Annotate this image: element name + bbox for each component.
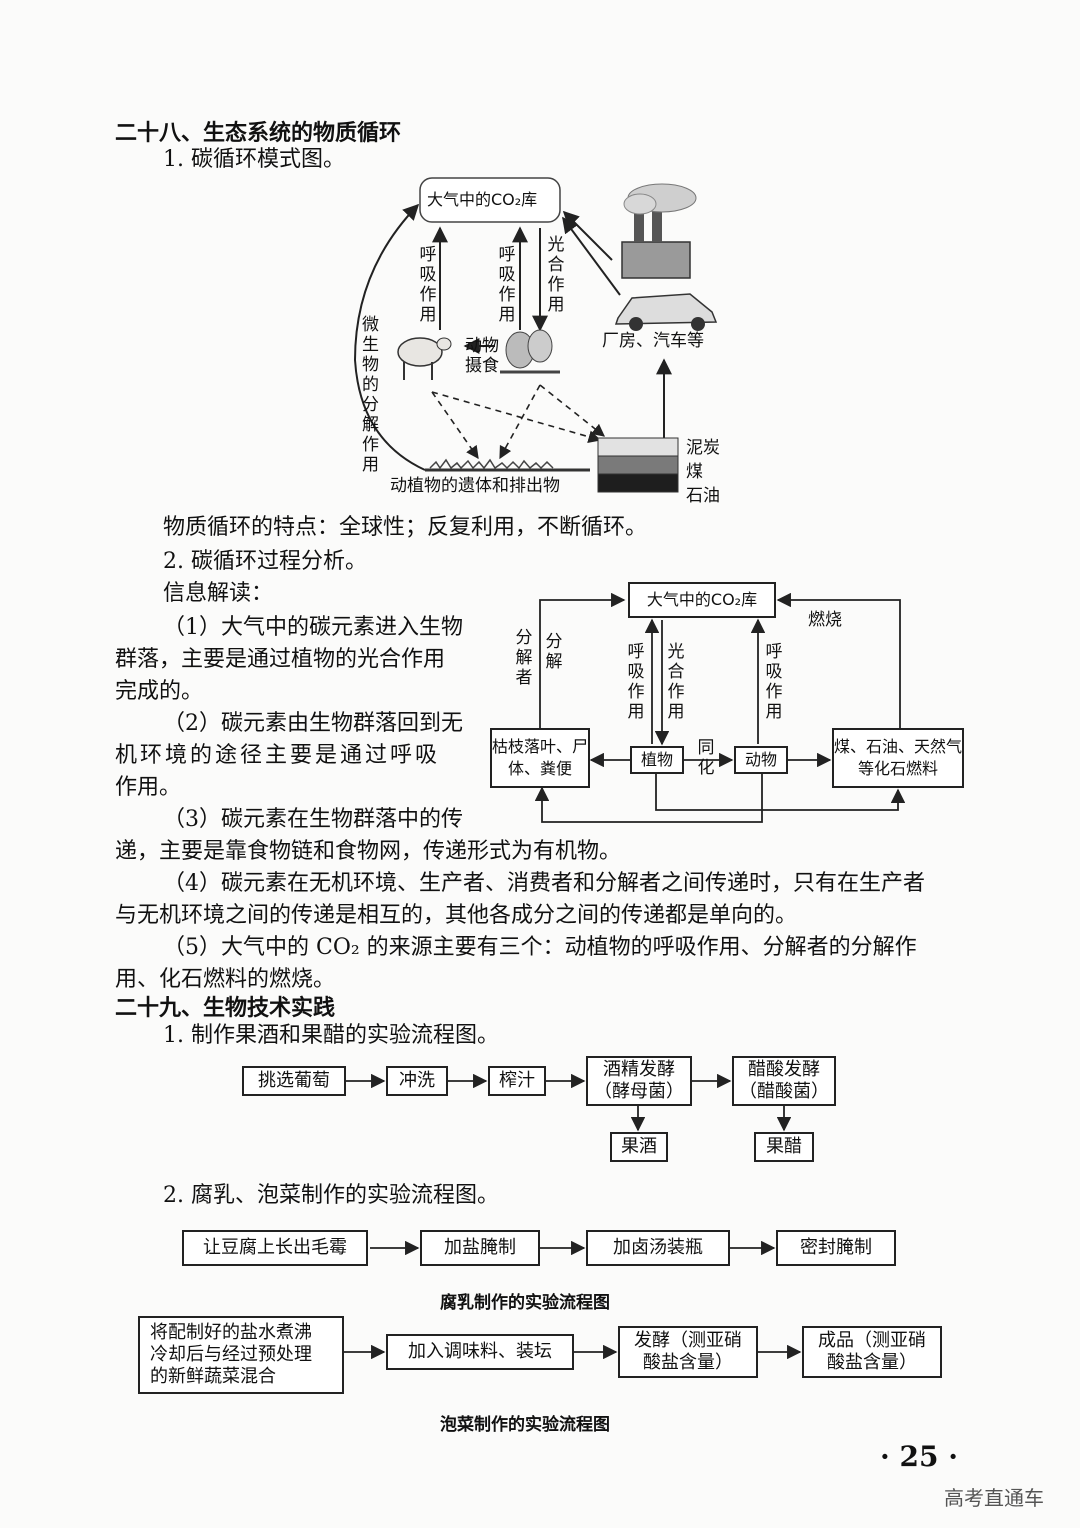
flow1-alcohol-fermentation: 酒精发酵 （酵母菌） [586, 1056, 692, 1106]
diagram1-fuel-peat: 泥炭 [686, 438, 720, 458]
flow1-step2-label: 冲洗 [399, 1070, 435, 1091]
diagram2-animal-label: 动物 [744, 750, 777, 769]
diagram2-assimilation-label: 同化 [697, 738, 715, 778]
diagram2-photosynthesis-label: 光合作用 [667, 642, 685, 722]
flow1-step4-line1: 酒精发酵 [603, 1059, 675, 1080]
diagram2-burn-label: 燃烧 [808, 610, 842, 630]
diagram2-animal-box: 动物 [734, 746, 788, 774]
flow3-step2-label: 加入调味料、装坛 [408, 1341, 552, 1362]
flow2-caption: 腐乳制作的实验流程图 [440, 1293, 610, 1313]
flow1-step1-label: 挑选葡萄 [258, 1070, 330, 1091]
flow1-select-grapes: 挑选葡萄 [242, 1066, 346, 1096]
subheading-carbon-process: 2. 碳循环过程分析。 [163, 549, 367, 574]
diagram2-litter-box: 枯枝落叶、尸体、粪便 [490, 728, 590, 788]
point-5-line-1: （5）大气中的 CO₂ 的来源主要有三个：动植物的呼吸作用、分解者的分解作 [163, 935, 917, 960]
page-number: · 25 · [880, 1440, 958, 1473]
flow1-wine-output: 果酒 [610, 1132, 668, 1162]
flow3-caption: 泡菜制作的实验流程图 [440, 1415, 610, 1435]
flow1-step4-line2: （酵母菌） [594, 1081, 684, 1102]
diagram2-fossil-box: 煤、石油、天然气等化石燃料 [832, 728, 964, 788]
info-title: 信息解读： [163, 581, 274, 606]
flow1-acetic-fermentation: 醋酸发酵 （醋酸菌） [732, 1056, 836, 1106]
section-heading-29: 二十九、生物技术实践 [115, 996, 336, 1021]
flow2-mold-growth: 让豆腐上长出毛霉 [182, 1230, 368, 1266]
flow3-fermentation: 发酵（测亚硝 酸盐含量） [618, 1326, 758, 1378]
flow2-step4-label: 密封腌制 [800, 1237, 872, 1258]
flow1-step3-label: 榨汁 [499, 1070, 535, 1091]
flow1-vinegar-output: 果醋 [754, 1132, 814, 1162]
point-3-line-1: （3）碳元素在生物群落中的传 [163, 807, 463, 832]
watermark-text: 高考直通车 [944, 1486, 1044, 1510]
diagram1-micro-decomposition-label: 微生物的分解作用 [362, 315, 447, 475]
flow1-step5-line1: 醋酸发酵 [748, 1059, 820, 1080]
flow3-step1-line2: 冷却后与经过预处理 [150, 1344, 312, 1365]
flow2-salting: 加盐腌制 [420, 1230, 540, 1266]
point-2-line-1: （2）碳元素由生物群落回到无 [163, 711, 463, 736]
flow1-out1-label: 果酒 [621, 1136, 657, 1157]
diagram1-factory-label: 厂房、汽车等 [602, 331, 704, 351]
diagram1-atmosphere-label: 大气中的CO₂库 [427, 190, 538, 209]
micro-label-part: 微生物的分解作用 [362, 315, 379, 475]
point-1-line-3: 完成的。 [115, 679, 204, 704]
point-2-line-3: 作用。 [115, 775, 182, 800]
point-2-line-2: 机环境的途径主要是通过呼吸 [115, 743, 441, 768]
flow1-out2-label: 果醋 [766, 1136, 802, 1157]
diagram1-respiration-label-2: 呼吸作用 [498, 245, 516, 325]
flow2-step3-label: 加卤汤装瓶 [613, 1237, 703, 1258]
diagram1-photosynthesis-label: 光合作用 [547, 235, 565, 315]
flow1-juice: 榨汁 [488, 1066, 546, 1096]
point-4-line-2: 与无机环境之间的传递是相互的，其他各成分之间的传递都是单向的。 [115, 903, 798, 928]
diagram1-remains-label: 动植物的遗体和排出物 [390, 476, 560, 496]
diagram2-fossil-label: 煤、石油、天然气等化石燃料 [834, 737, 963, 778]
diagram2-plant-box: 植物 [630, 746, 684, 774]
diagram2-plant-label: 植物 [640, 750, 673, 769]
point-5-line-2: 用、化石燃料的燃烧。 [115, 967, 336, 992]
flow1-rinse: 冲洗 [386, 1066, 448, 1096]
diagram1-animal-eat-label: 动物摄食 [465, 336, 499, 376]
diagram2-atmosphere-box: 大气中的CO₂库 [628, 582, 776, 618]
flow2-sealed-pickling: 密封腌制 [776, 1230, 896, 1266]
diagram2-decompose-label: 分解 [545, 632, 563, 672]
flow2-brine-bottling: 加卤汤装瓶 [586, 1230, 730, 1266]
diagram2-decomposer-label: 分解者 [515, 628, 533, 688]
diagram2-plant-respiration-label: 呼吸作用 [627, 642, 645, 722]
diagram2-animal-respiration-label: 呼吸作用 [765, 642, 783, 722]
flow3-finished-product: 成品（测亚硝 酸盐含量） [802, 1326, 942, 1378]
diagram1-respiration-label-1: 呼吸作用 [419, 245, 437, 325]
flow2-step2-label: 加盐腌制 [444, 1237, 516, 1258]
subheading-wine-vinegar: 1. 制作果酒和果醋的实验流程图。 [163, 1023, 499, 1048]
flow3-step4-line2: 酸盐含量） [827, 1352, 917, 1373]
flow3-step3-line1: 发酵（测亚硝 [634, 1330, 742, 1351]
flow1-step5-line2: （醋酸菌） [739, 1081, 829, 1102]
point-4-line-1: （4）碳元素在无机环境、生产者、消费者和分解者之间传递时，只有在生产者 [163, 871, 925, 896]
atmosphere-box-1 [419, 177, 561, 223]
diagram1-fuel-oil: 石油 [686, 486, 720, 506]
flow3-step4-line1: 成品（测亚硝 [818, 1330, 926, 1351]
subheading-sufu-pickle: 2. 腐乳、泡菜制作的实验流程图。 [163, 1183, 499, 1208]
point-1-line-2: 群落，主要是通过植物的光合作用 [115, 647, 446, 672]
flow3-step1-line3: 的新鲜蔬菜混合 [150, 1366, 276, 1387]
flow2-step1-label: 让豆腐上长出毛霉 [203, 1237, 347, 1258]
section-heading-28: 二十八、生态系统的物质循环 [115, 121, 402, 146]
point-1-line-1: （1）大气中的碳元素进入生物 [163, 615, 463, 640]
diagram2-atmosphere-label: 大气中的CO₂库 [646, 590, 758, 609]
cycle-feature-text: 物质循环的特点：全球性；反复利用，不断循环。 [163, 515, 648, 540]
subheading-carbon-cycle-model: 1. 碳循环模式图。 [163, 147, 345, 172]
flow3-mix-brine-vegetables: 将配制好的盐水煮沸 冷却后与经过预处理 的新鲜蔬菜混合 [138, 1316, 344, 1394]
flow3-step1-line1: 将配制好的盐水煮沸 [150, 1322, 312, 1343]
flow3-step3-line2: 酸盐含量） [643, 1352, 733, 1373]
point-3-line-2: 递，主要是靠食物链和食物网，传递形式为有机物。 [115, 839, 622, 864]
flow3-seasoning-jar: 加入调味料、装坛 [386, 1334, 574, 1370]
diagram2-litter-label: 枯枝落叶、尸体、粪便 [492, 737, 589, 778]
diagram1-fuel-coal: 煤 [686, 462, 703, 482]
